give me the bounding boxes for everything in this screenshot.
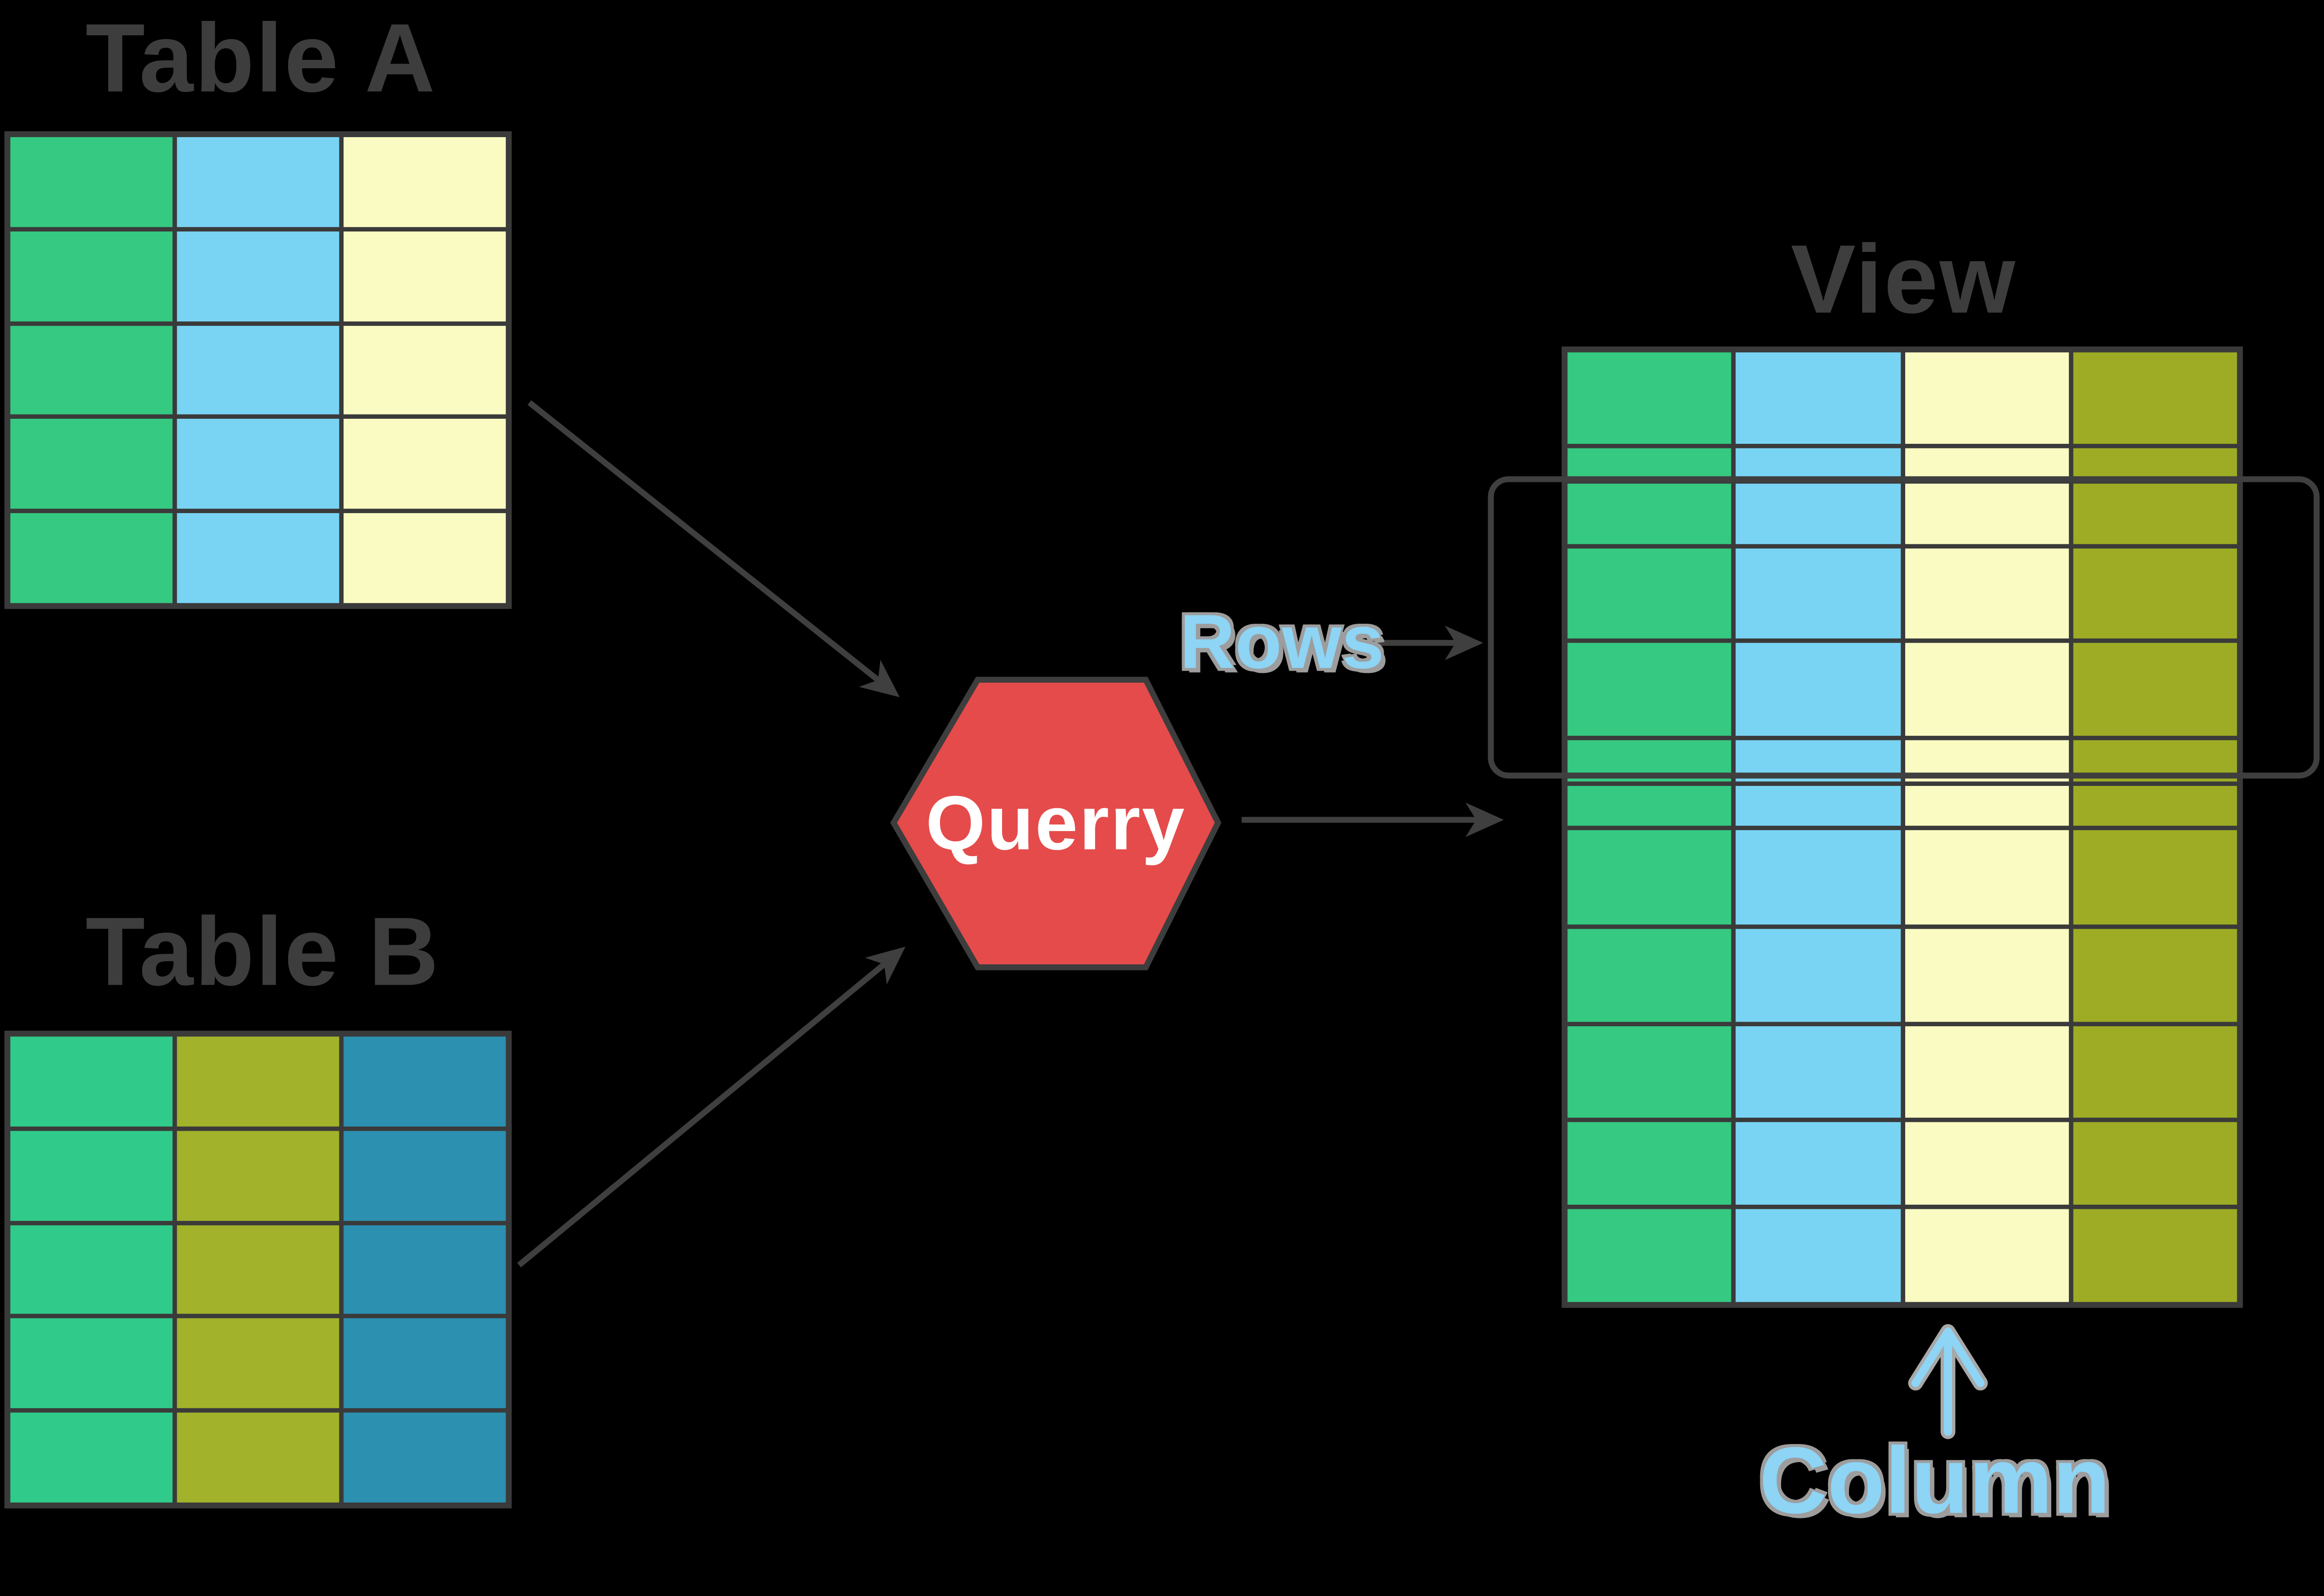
table-cell [1567,352,1732,444]
table-cell [10,1319,173,1409]
table-cell [2073,1026,2237,1118]
table-cell [1904,642,2069,737]
table-cell [1567,1026,1732,1118]
table-cell [1567,548,1732,638]
table-cell [343,1225,506,1315]
table-cell [1736,1122,1900,1205]
table-cell [1904,1209,2069,1302]
table-cell [2073,786,2237,825]
table-cell [1736,484,1900,544]
table-cell [10,1036,173,1127]
table-cell [343,1412,506,1503]
table-b [4,1030,512,1509]
table-cell [177,1412,339,1503]
table-cell [10,513,173,603]
table-a-title: Table A [86,3,437,112]
table-cell [1567,830,1732,925]
table-cell [1567,1122,1732,1205]
table-cell [343,513,506,603]
table-cell [2073,1209,2237,1302]
table-cell [1736,352,1900,444]
table-cell [2073,642,2237,737]
table-cell [1567,1209,1732,1302]
table-cell [1736,448,1900,480]
table-cell [1567,448,1732,480]
table-cell [1736,1026,1900,1118]
query-hexagon-label: Querry [925,780,1186,866]
table-cell [2073,448,2237,480]
table-cell [10,419,173,509]
table-cell [177,325,339,415]
column-label: Column [1759,1427,2111,1519]
table-cell [343,419,506,509]
table-cell [1904,1026,2069,1118]
table-cell [2073,484,2237,544]
rows-label: Rows [1180,600,1385,686]
table-cell [10,1225,173,1315]
table-cell [2073,929,2237,1022]
table-cell [1736,548,1900,638]
table-cell [2073,352,2237,444]
table-cell [1736,830,1900,925]
view-title: View [1790,224,2017,334]
table-cell [177,1225,339,1315]
table-cell [10,1412,173,1503]
table-cell [1567,642,1732,737]
table-cell [177,419,339,509]
table-cell [1567,484,1732,544]
table-b-title: Table B [86,896,440,1006]
table-cell [177,1319,339,1409]
table-cell [1736,786,1900,825]
arrows-overlay [517,400,1988,1439]
table-cell [10,1130,173,1220]
table-cell [343,1130,506,1220]
column-arrow [1908,1324,1988,1439]
table-cell [1736,1209,1900,1302]
query-hexagon [890,677,1221,970]
table-cell [343,325,506,415]
table-cell [1904,352,2069,444]
table-cell [1904,1122,2069,1205]
arrow-table-a-to-query [528,400,900,698]
table-cell [1736,929,1900,1022]
table-cell [1904,830,2069,925]
table-cell [2073,830,2237,925]
table-cell [1904,548,2069,638]
rows-highlight-box [1488,476,2320,779]
table-cell [177,513,339,603]
table-cell [1904,786,2069,825]
table-cell [177,1036,339,1127]
table-cell [10,137,173,227]
table-cell [343,137,506,227]
table-cell [1904,448,2069,480]
table-cell [1904,929,2069,1022]
database-view-diagram: Table A Table B View Querry Rows [4,3,2320,1519]
table-cell [10,231,173,321]
table-cell [343,1036,506,1127]
table-cell [177,137,339,227]
table-cell [1736,642,1900,737]
table-cell [177,1130,339,1220]
table-a [4,131,512,609]
table-cell [2073,1122,2237,1205]
table-cell [177,231,339,321]
table-cell [343,231,506,321]
table-cell [1567,786,1732,825]
table-cell [1567,929,1732,1022]
table-cell [343,1319,506,1409]
table-cell [10,325,173,415]
table-cell [2073,548,2237,638]
table-cell [1904,484,2069,544]
arrow-table-b-to-query [517,946,906,1267]
